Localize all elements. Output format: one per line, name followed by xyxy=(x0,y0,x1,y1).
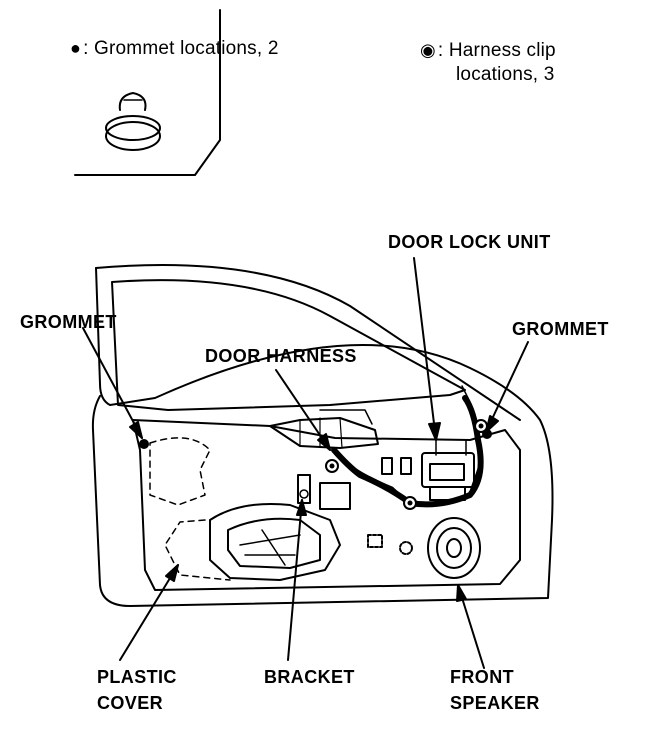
bracket xyxy=(297,474,311,504)
inset-frame xyxy=(74,9,221,176)
harness-clip-2-icon xyxy=(403,496,417,510)
window-frame xyxy=(111,279,466,411)
label-front-speaker-line1: FRONT xyxy=(450,667,514,687)
dashed-service-opening xyxy=(149,437,211,506)
label-front-speaker: FRONT SPEAKER xyxy=(450,664,540,716)
arrow-bracket xyxy=(287,499,303,661)
grommet-symbol-icon: ● xyxy=(70,38,82,58)
harness-clip-symbol-icon: ◉ xyxy=(420,40,436,60)
label-front-speaker-line2: SPEAKER xyxy=(450,693,540,713)
door-lock-unit xyxy=(421,452,475,488)
harness-clip-3-icon xyxy=(474,419,488,433)
label-door-lock-unit: DOOR LOCK UNIT xyxy=(388,232,551,252)
bracket-clip-icon xyxy=(299,489,309,499)
legend-clip-text-line2: locations, 3 xyxy=(456,64,555,85)
arrow-plastic-cover xyxy=(119,564,179,661)
door-outer-shell xyxy=(91,267,554,607)
plastic-cover-shape xyxy=(209,503,341,581)
label-plastic-cover-line2: COVER xyxy=(97,693,164,713)
door-shell-top xyxy=(95,264,521,421)
harness-clip-1-icon xyxy=(325,459,339,473)
door-harness-cable xyxy=(331,395,484,508)
window-regulator-rail xyxy=(269,417,379,449)
label-bracket: BRACKET xyxy=(264,667,355,687)
label-grommet-right: GROMMET xyxy=(512,319,609,339)
legend-harness-clip: ◉: Harness clip locations, 3 xyxy=(420,38,556,87)
label-grommet-left: GROMMET xyxy=(20,312,117,332)
label-plastic-cover: PLASTIC COVER xyxy=(97,664,177,716)
legend-clip-text-line1: : Harness clip xyxy=(437,40,556,61)
legend-grommet-text: : Grommet locations, 2 xyxy=(83,38,279,59)
grommet-location-left-icon xyxy=(139,439,149,449)
grommet-detail-icon xyxy=(105,92,161,151)
front-speaker xyxy=(427,517,481,579)
arrow-door-lock-unit xyxy=(413,257,437,441)
arrow-grommet-left xyxy=(82,327,143,439)
label-door-harness: DOOR HARNESS xyxy=(205,346,357,366)
legend-grommet: ●: Grommet locations, 2 xyxy=(70,36,279,61)
label-plastic-cover-line1: PLASTIC xyxy=(97,667,177,687)
